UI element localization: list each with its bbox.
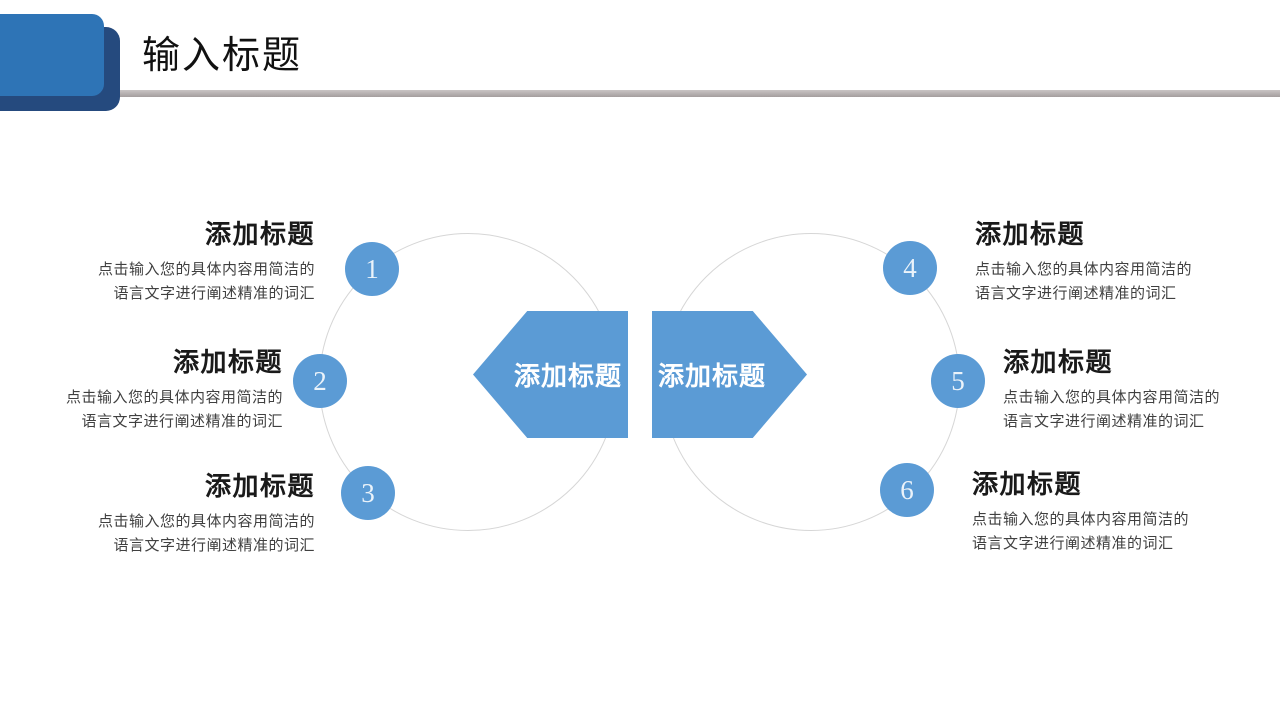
- item-desc-line: 语言文字进行阐述精准的词汇: [1003, 414, 1205, 430]
- item-desc-line: 点击输入您的具体内容用简洁的: [97, 262, 315, 278]
- item-description[interactable]: 点击输入您的具体内容用简洁的 语言文字进行阐述精准的词汇: [1003, 386, 1273, 434]
- item-block-1[interactable]: 添加标题 点击输入您的具体内容用简洁的 语言文字进行阐述精准的词汇: [45, 220, 315, 306]
- item-desc-line: 语言文字进行阐述精准的词汇: [975, 286, 1177, 302]
- slide-title[interactable]: 输入标题: [142, 35, 303, 77]
- item-desc-line: 点击输入您的具体内容用简洁的: [65, 390, 283, 406]
- item-block-3[interactable]: 添加标题 点击输入您的具体内容用简洁的 语言文字进行阐述精准的词汇: [45, 472, 315, 558]
- item-number-badge-3: 3: [341, 466, 395, 520]
- item-number-badge-5: 5: [931, 354, 985, 408]
- item-desc-line: 语言文字进行阐述精准的词汇: [113, 286, 315, 302]
- item-number-badge-2: 2: [293, 354, 347, 408]
- item-description[interactable]: 点击输入您的具体内容用简洁的 语言文字进行阐述精准的词汇: [45, 510, 315, 558]
- item-description[interactable]: 点击输入您的具体内容用简洁的 语言文字进行阐述精准的词汇: [45, 258, 315, 306]
- item-title[interactable]: 添加标题: [204, 472, 315, 501]
- item-desc-line: 点击输入您的具体内容用简洁的: [972, 512, 1190, 528]
- item-desc-line: 语言文字进行阐述精准的词汇: [81, 414, 283, 430]
- header-divider-line: [104, 90, 1280, 97]
- item-desc-line: 点击输入您的具体内容用简洁的: [975, 262, 1193, 278]
- item-desc-line: 语言文字进行阐述精准的词汇: [972, 536, 1174, 552]
- item-number-badge-6: 6: [880, 463, 934, 517]
- item-number-badge-4: 4: [883, 241, 937, 295]
- item-title[interactable]: 添加标题: [972, 470, 1083, 499]
- item-block-4[interactable]: 添加标题 点击输入您的具体内容用简洁的 语言文字进行阐述精准的词汇: [975, 220, 1245, 306]
- item-desc-line: 点击输入您的具体内容用简洁的: [97, 514, 315, 530]
- item-desc-line: 点击输入您的具体内容用简洁的: [1003, 390, 1221, 406]
- item-title[interactable]: 添加标题: [204, 220, 315, 249]
- item-block-6[interactable]: 添加标题 点击输入您的具体内容用简洁的 语言文字进行阐述精准的词汇: [972, 470, 1242, 556]
- item-block-2[interactable]: 添加标题 点击输入您的具体内容用简洁的 语言文字进行阐述精准的词汇: [13, 348, 283, 434]
- item-title[interactable]: 添加标题: [975, 220, 1086, 249]
- left-arrow-label: 添加标题: [513, 362, 622, 391]
- item-number-badge-1: 1: [345, 242, 399, 296]
- item-title[interactable]: 添加标题: [172, 348, 283, 377]
- item-description[interactable]: 点击输入您的具体内容用简洁的 语言文字进行阐述精准的词汇: [13, 386, 283, 434]
- item-description[interactable]: 点击输入您的具体内容用简洁的 语言文字进行阐述精准的词汇: [972, 508, 1242, 556]
- item-description[interactable]: 点击输入您的具体内容用简洁的 语言文字进行阐述精准的词汇: [975, 258, 1245, 306]
- item-block-5[interactable]: 添加标题 点击输入您的具体内容用简洁的 语言文字进行阐述精准的词汇: [1003, 348, 1273, 434]
- header-accent-rect-front: [0, 14, 104, 96]
- item-desc-line: 语言文字进行阐述精准的词汇: [113, 538, 315, 554]
- right-arrow-label: 添加标题: [657, 362, 766, 391]
- item-title[interactable]: 添加标题: [1003, 348, 1114, 377]
